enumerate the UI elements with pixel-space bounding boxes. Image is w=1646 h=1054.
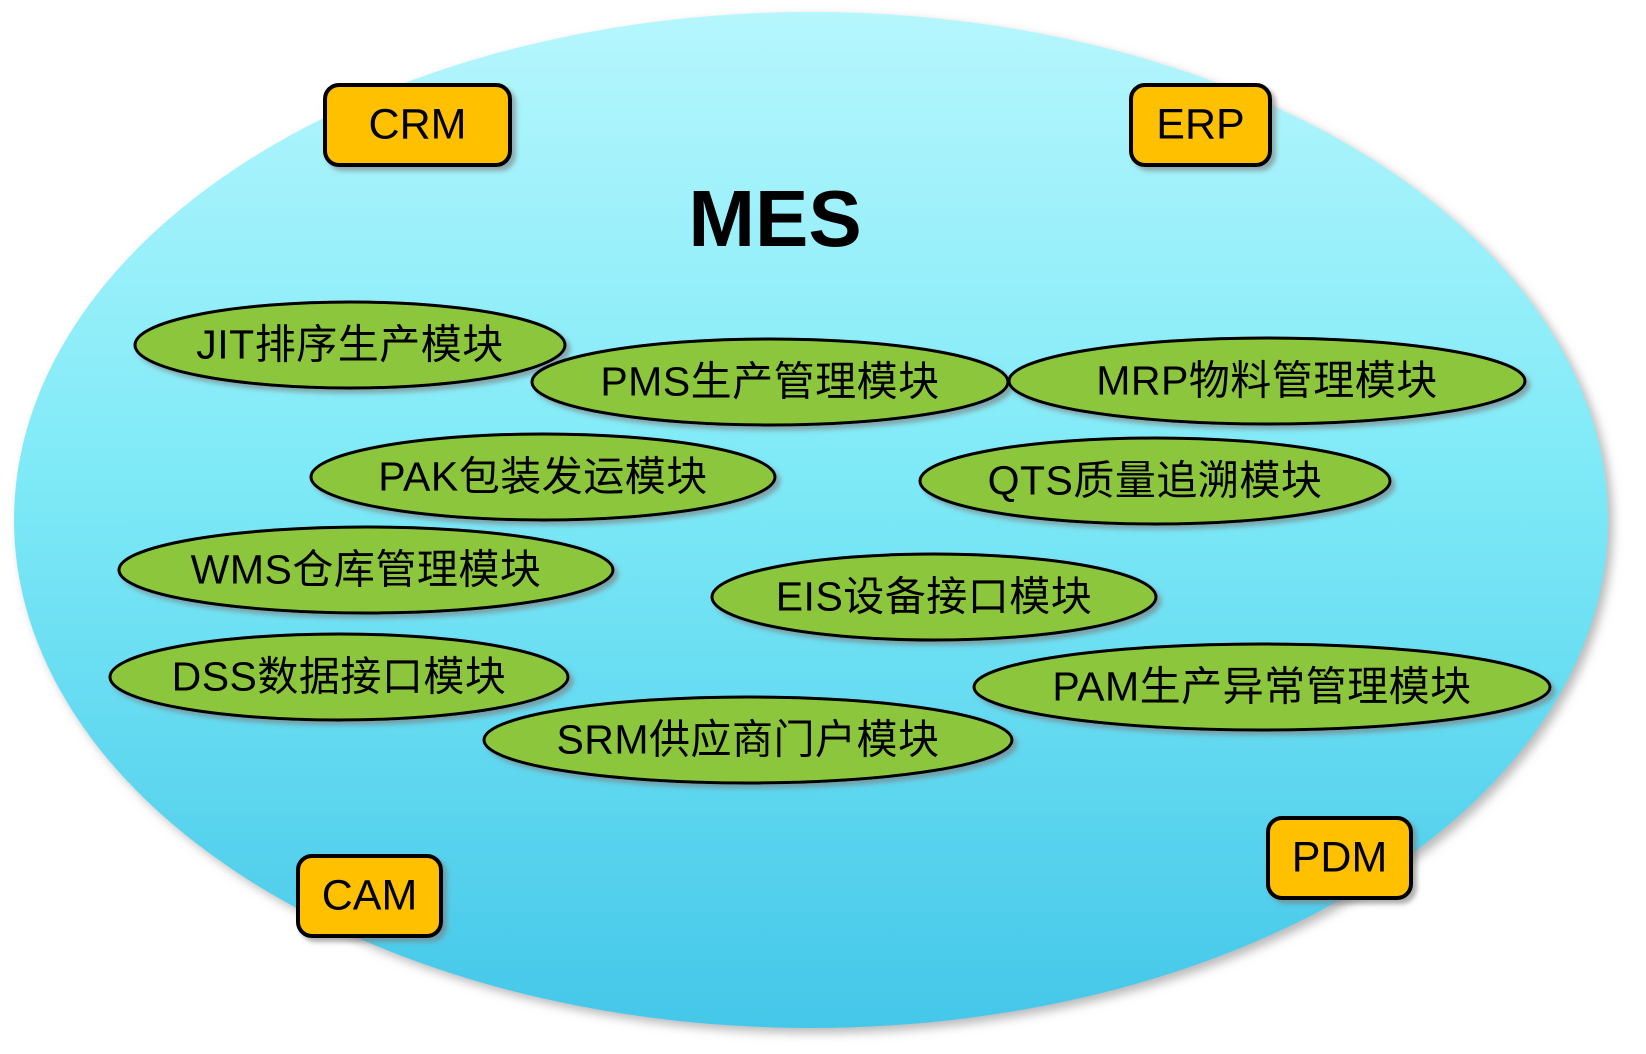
external-system-group [296,83,1413,938]
module-ellipse-pak[interactable] [309,432,777,522]
module-ellipse-qts[interactable] [918,436,1392,526]
module-ellipse-pms[interactable] [530,337,1010,427]
module-ellipse-eis[interactable] [710,552,1158,642]
mes-boundary-ellipse-shape [14,12,1608,1028]
external-system-box-cam[interactable] [296,854,443,938]
module-ellipse-wms[interactable] [117,525,615,615]
module-ellipse-dss[interactable] [108,632,570,722]
external-system-box-pdm[interactable] [1266,816,1413,900]
module-ellipse-srm[interactable] [482,695,1014,785]
module-ellipse-group [108,300,1552,785]
module-ellipse-pam[interactable] [972,642,1552,732]
mes-boundary-ellipse [14,12,1608,1028]
module-ellipse-jit[interactable] [133,300,567,390]
external-system-box-erp[interactable] [1129,83,1272,167]
external-system-box-crm[interactable] [323,83,512,167]
module-ellipse-mrp[interactable] [1007,336,1527,426]
